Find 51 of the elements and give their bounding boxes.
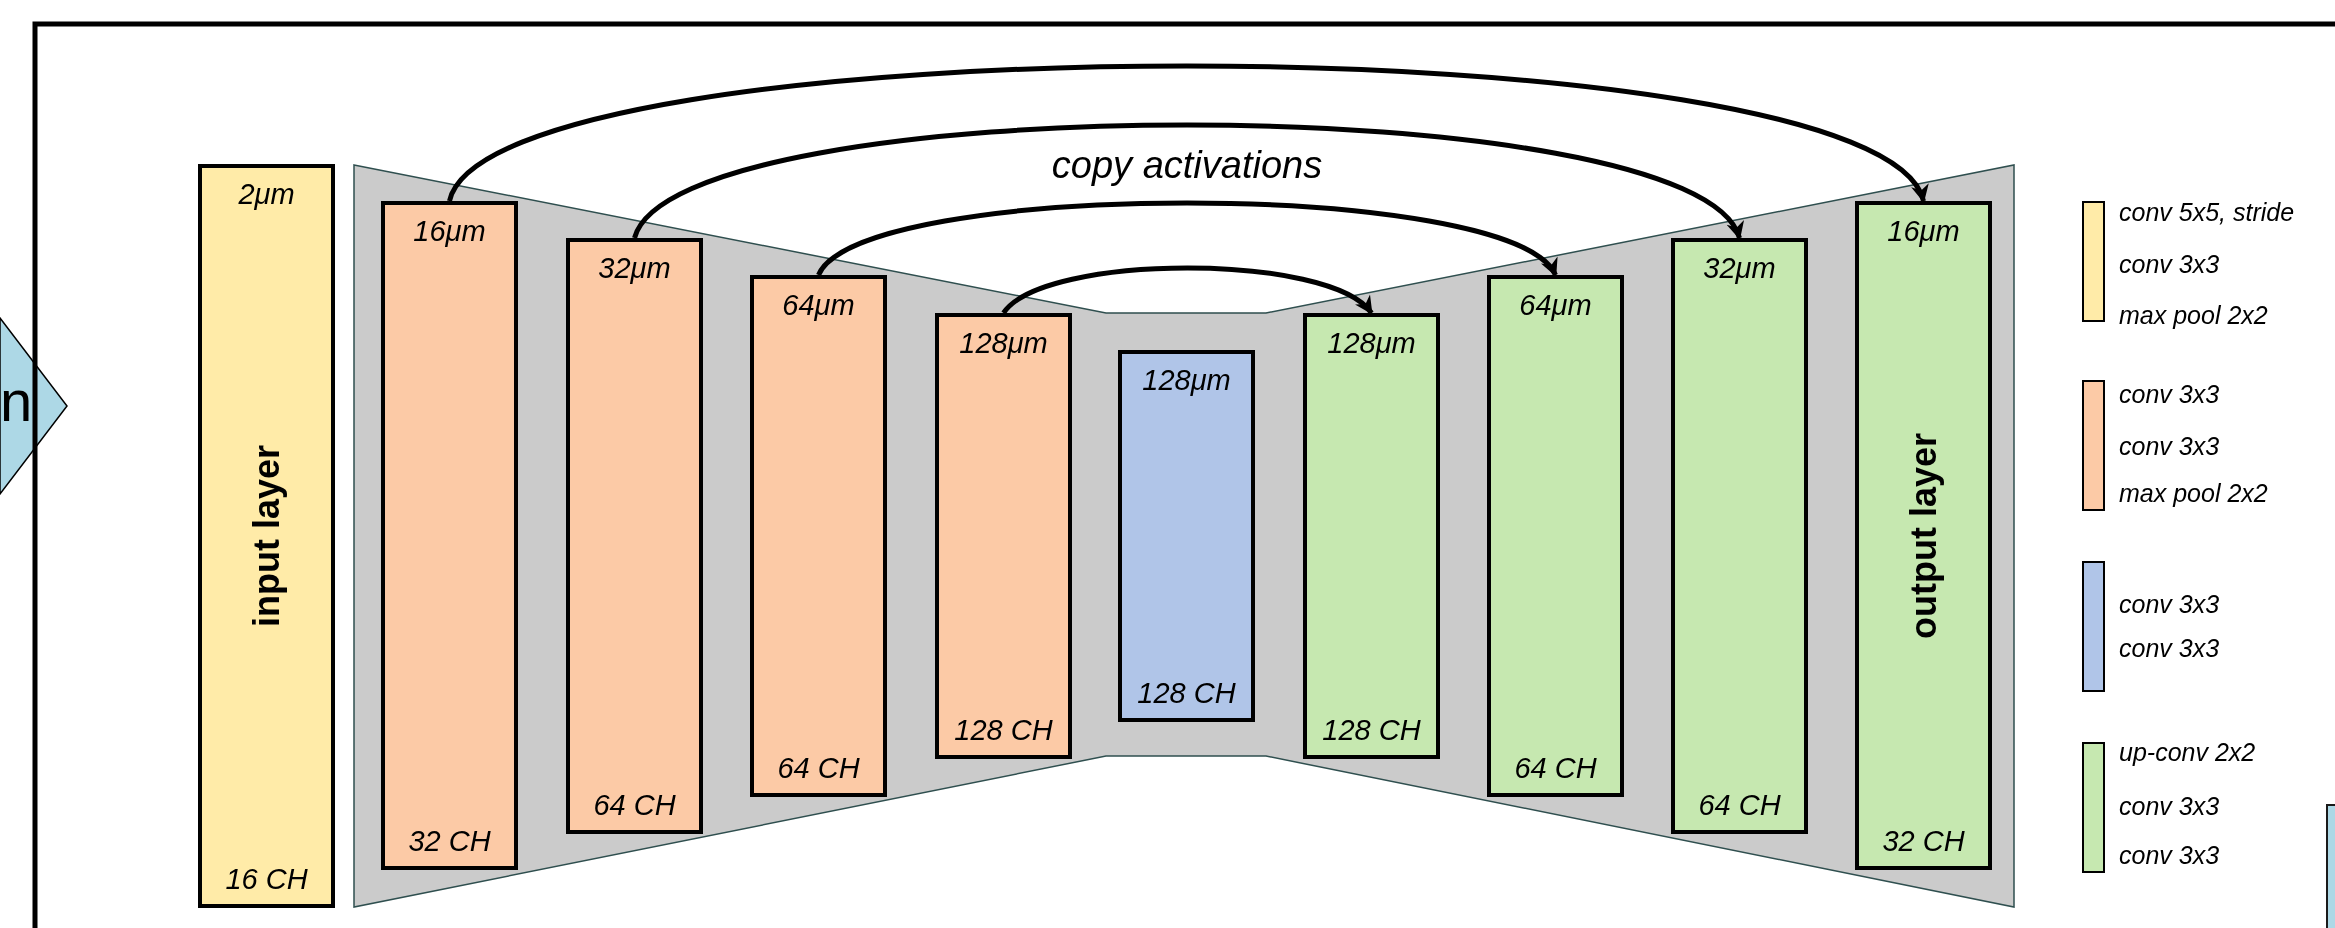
arrow xyxy=(447,63,1926,203)
arrow xyxy=(1001,265,1374,315)
decision-diamond xyxy=(0,317,68,495)
legend-label: max pool 2x2 xyxy=(2119,301,2268,330)
size-label: 128μm xyxy=(1142,364,1231,397)
channel-label: 64 CH xyxy=(1698,789,1781,822)
channel-label: 128 CH xyxy=(954,714,1053,747)
channel-label: 128 CH xyxy=(1322,714,1421,747)
channel-label: 32 CH xyxy=(1882,825,1965,858)
channel-label: 64 CH xyxy=(593,789,676,822)
size-label: 128μm xyxy=(1327,327,1416,360)
legend-label: conv 3x3 xyxy=(2119,250,2220,279)
size-label: 64μm xyxy=(1519,289,1592,322)
legend-label: conv 3x3 xyxy=(2119,432,2220,461)
layer-block xyxy=(381,201,518,870)
layer-block xyxy=(566,238,703,834)
layer-block xyxy=(1671,238,1808,834)
layer-title: output layer xyxy=(1902,432,1945,639)
channel-label: 64 CH xyxy=(777,752,860,785)
legend-label: up-conv 2x2 xyxy=(2119,738,2256,767)
channel-label: 32 CH xyxy=(408,825,491,858)
channel-label: 16 CH xyxy=(225,863,308,896)
annotation-text: copy activations xyxy=(1051,143,1323,187)
legend-label: conv 3x3 xyxy=(2119,841,2220,870)
legend-label: conv 3x3 xyxy=(2119,792,2220,821)
process-box xyxy=(2326,804,2335,928)
size-label: 2μm xyxy=(238,178,295,211)
layer-block xyxy=(935,313,1072,759)
channel-label: 128 CH xyxy=(1137,677,1236,710)
layer-block xyxy=(1855,201,1992,870)
layer-block xyxy=(1118,350,1255,722)
size-label: 32μm xyxy=(1703,252,1776,285)
legend-label: conv 3x3 xyxy=(2119,380,2220,409)
size-label: 16μm xyxy=(413,215,486,248)
legend-label: max pool 2x2 xyxy=(2119,479,2268,508)
arrow xyxy=(816,200,1558,277)
legend-label: conv 5x5, stride xyxy=(2119,198,2295,227)
layer-block xyxy=(750,275,887,797)
channel-label: 64 CH xyxy=(1514,752,1597,785)
layer-block xyxy=(1487,275,1624,797)
size-label: 128μm xyxy=(959,327,1048,360)
layer-title: input layer xyxy=(245,445,288,627)
size-label: 64μm xyxy=(782,289,855,322)
arrow xyxy=(632,122,1742,240)
layer-block xyxy=(1303,313,1440,759)
legend-label: conv 3x3 xyxy=(2119,634,2220,663)
size-label: 16μm xyxy=(1887,215,1960,248)
layer-block xyxy=(198,164,335,908)
size-label: 32μm xyxy=(598,252,671,285)
legend-label: conv 3x3 xyxy=(2119,590,2220,619)
node-label: n xyxy=(0,372,33,431)
